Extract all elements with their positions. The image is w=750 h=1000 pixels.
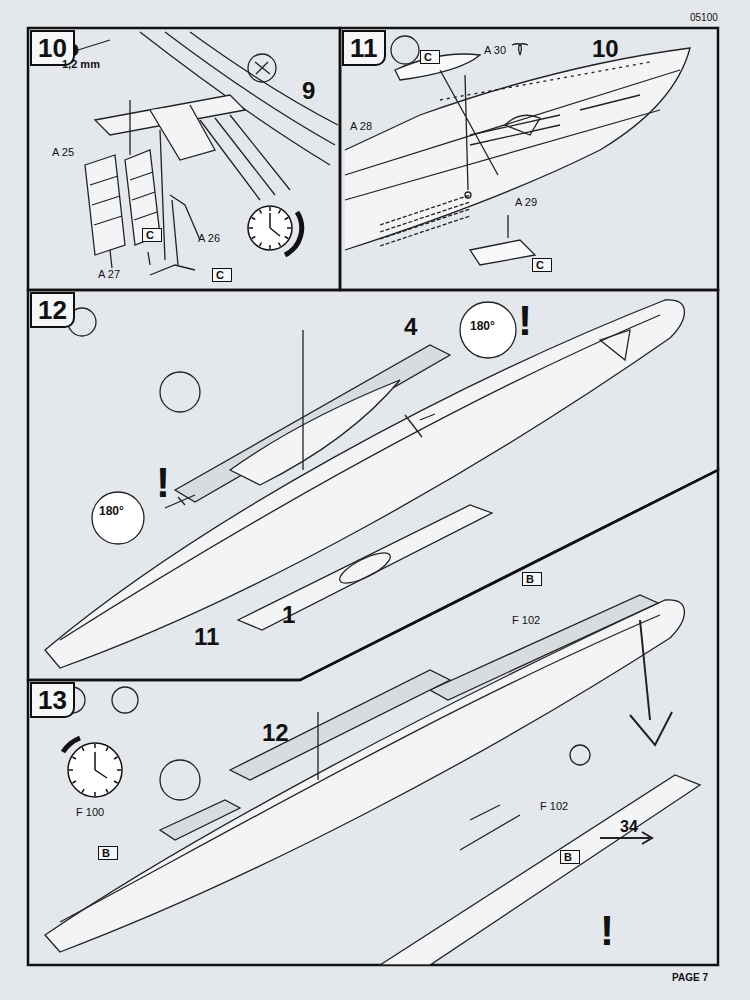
part-callout: F 100 (76, 806, 104, 818)
dimension-label: 180° (470, 320, 495, 333)
hull-assembly (45, 300, 684, 668)
clock-tick (72, 781, 75, 783)
clock-tick (82, 747, 84, 750)
step-number: 13 (38, 685, 67, 715)
clock-tick (114, 781, 117, 783)
clock-tick (82, 789, 84, 792)
callout-number: ! (600, 908, 614, 954)
paint-flag: B (560, 850, 580, 864)
clock-tick (252, 218, 255, 220)
part-callout: A 28 (350, 120, 372, 132)
deck-assembly (45, 595, 700, 965)
callout-number: ! (518, 298, 532, 344)
callout-number: ! (156, 460, 170, 506)
clock-tick (72, 757, 75, 759)
clock-tick (94, 792, 96, 796)
callout-number: 12 (262, 720, 289, 746)
page-number: PAGE 7 (672, 972, 708, 983)
clock-tick (279, 210, 281, 213)
callout-number: 10 (592, 36, 619, 62)
part-callout: A 26 (198, 232, 220, 244)
clock-tick (279, 243, 281, 246)
clock-tick (249, 227, 253, 229)
part-callout: F 102 (540, 800, 568, 812)
dimension-label: 180° (99, 505, 124, 518)
step-number-box: 12 (30, 292, 75, 328)
paint-flag: B (522, 572, 542, 586)
step-number: 11 (350, 33, 378, 63)
clock-tick (114, 757, 117, 759)
part-callout: A 27 (98, 268, 120, 280)
callout-number: 9 (302, 78, 315, 104)
clock-tick (260, 243, 262, 246)
callout-number: 1 (282, 602, 295, 628)
callout-number: 4 (404, 314, 417, 340)
paint-flag: C (532, 258, 552, 272)
clock-tick (260, 210, 262, 213)
paint-flag: B (98, 846, 118, 860)
clock-tick (285, 237, 288, 239)
panel-frames (28, 28, 718, 965)
paint-flag: C (420, 50, 440, 64)
clock-tick (106, 789, 108, 792)
clock-tick (269, 207, 271, 211)
clock-tick (94, 744, 96, 748)
page-reference: 34 (620, 818, 638, 836)
clock-icon (248, 206, 302, 255)
clock-tick (252, 237, 255, 239)
clock-tick (106, 747, 108, 750)
step-number: 12 (38, 295, 67, 325)
clock-tick (269, 245, 271, 249)
paint-flag: C (212, 268, 232, 282)
part-callout: A 29 (515, 196, 537, 208)
part-callout: A 25 (52, 146, 74, 158)
dimension-label: 1,2 mm (62, 58, 100, 70)
part-callout: F 102 (512, 614, 540, 626)
clock-tick (117, 769, 121, 771)
step-number-box: 13 (30, 682, 75, 718)
stern-detail (66, 32, 338, 275)
step-number-box: 11 (342, 30, 386, 66)
callout-number: 11 (194, 624, 219, 650)
clock-tick (287, 227, 291, 229)
clock-tick (285, 218, 288, 220)
clock-icon (63, 738, 122, 797)
bow-section (345, 36, 690, 265)
clock-tick (69, 769, 73, 771)
kit-number: 05100 (690, 12, 718, 23)
part-callout: A 30 (484, 44, 506, 56)
paint-flag: C (142, 228, 162, 242)
